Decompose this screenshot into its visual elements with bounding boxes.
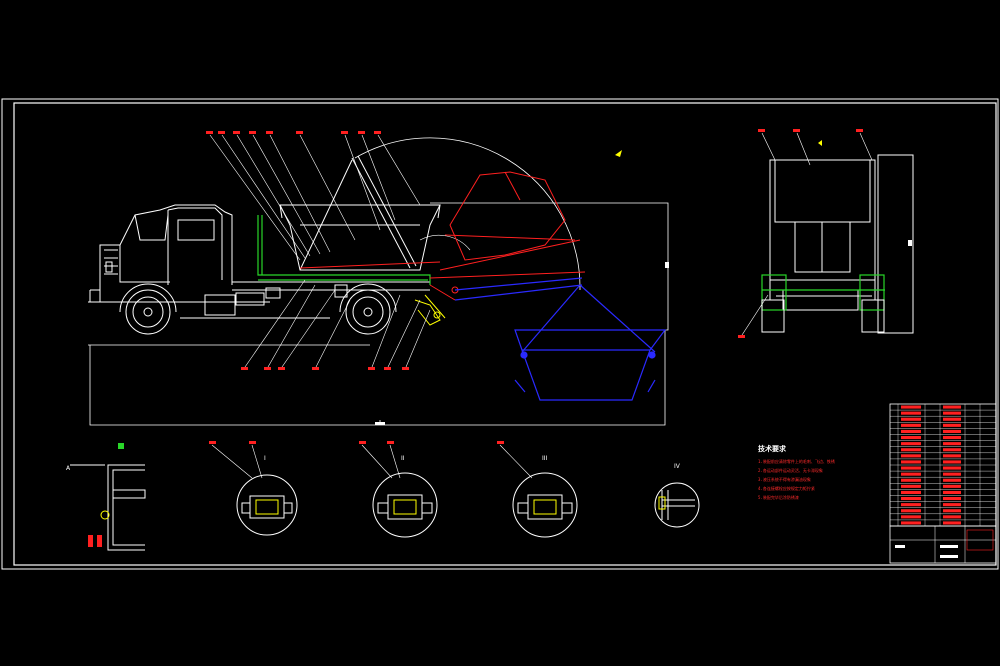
parts-row-spec-cell	[943, 509, 961, 513]
parts-row-spec-cell	[943, 497, 961, 501]
side-view	[88, 131, 669, 426]
parts-row-spec-cell	[943, 490, 961, 494]
side-view-callouts	[206, 131, 669, 425]
detail-views: I II III	[209, 441, 700, 538]
parts-row-spec-cell	[943, 460, 961, 464]
parts-row-name-cell	[901, 411, 921, 415]
detail-view-1-label: I	[264, 455, 266, 462]
tech-requirement-3: 3.液压系统不得有渗漏油现象	[758, 476, 811, 482]
parts-row-name-cell	[901, 448, 921, 452]
parts-row-spec-cell	[943, 436, 961, 440]
arm-swing-arc	[354, 137, 581, 291]
tech-requirement-5: 5.装配完毕后涂防锈漆	[758, 494, 799, 500]
parts-row-spec-cell	[943, 454, 961, 458]
parts-row-name-cell	[901, 417, 921, 421]
parts-row-spec-cell	[943, 411, 961, 415]
parts-row-spec-cell	[943, 429, 961, 433]
parts-row-name-cell	[901, 442, 921, 446]
parts-row-name-cell	[901, 405, 921, 409]
detail-view-3-label: III	[542, 455, 548, 462]
lift-arm-transport	[299, 155, 417, 271]
parts-row-spec-cell	[943, 442, 961, 446]
truck-cab	[88, 204, 270, 303]
parts-row-spec-cell	[943, 448, 961, 452]
technical-requirements: 技术要求 1.装配前应清除零件上的毛刺、飞边、铁锈 2.各运动部件运动灵活、无卡…	[758, 444, 835, 500]
bin-lowered	[454, 277, 667, 401]
svg-text:A: A	[66, 465, 71, 472]
parts-row-name-cell	[901, 423, 921, 427]
parts-row-name-cell	[901, 509, 921, 513]
sheet-border	[1, 98, 999, 570]
parts-row-name-cell	[901, 436, 921, 440]
tech-requirement-1: 1.装配前应清除零件上的毛刺、飞边、铁锈	[758, 458, 835, 464]
parts-row-name-cell	[901, 472, 921, 476]
green-subframe	[257, 215, 431, 285]
parts-row-spec-cell	[943, 478, 961, 482]
arm-swing-arc-inner	[419, 234, 471, 251]
rear-view	[738, 129, 914, 338]
parts-row-spec-cell	[943, 515, 961, 519]
parts-row-spec-cell	[943, 466, 961, 470]
truck-chassis	[180, 281, 430, 319]
parts-row-name-cell	[901, 460, 921, 464]
parts-row-name-cell	[901, 490, 921, 494]
tech-requirements-title: 技术要求	[758, 444, 787, 453]
detail-view-2-label: II	[401, 455, 405, 462]
detail-view-2: II	[359, 441, 438, 538]
parts-row-name-cell	[901, 521, 921, 525]
parts-row-name-cell	[901, 454, 921, 458]
truck-wheels	[119, 283, 397, 335]
parts-row-name-cell	[901, 478, 921, 482]
parts-row-name-cell	[901, 429, 921, 433]
parts-row-spec-cell	[943, 503, 961, 507]
parts-row-spec-cell	[943, 472, 961, 476]
detail-section-profile: A	[66, 443, 146, 551]
title-block	[889, 525, 997, 564]
parts-row-spec-cell	[943, 405, 961, 409]
parts-row-spec-cell	[943, 417, 961, 421]
parts-row-name-cell	[901, 503, 921, 507]
tech-requirement-4: 4.各连接螺栓应按规定力矩拧紧	[758, 485, 815, 491]
parts-row-spec-cell	[943, 521, 961, 525]
lift-arm-raised	[299, 171, 586, 301]
parts-row-spec-cell	[943, 423, 961, 427]
parts-row-name-cell	[901, 466, 921, 470]
detail-view-1: I	[209, 441, 298, 536]
tech-requirement-2: 2.各运动部件运动灵活、无卡滞现象	[758, 467, 823, 473]
parts-row-name-cell	[901, 497, 921, 501]
parts-list-table	[889, 403, 997, 527]
detail-view-4-label: IV	[674, 463, 681, 470]
detail-view-4: IV	[654, 463, 700, 528]
detail-view-3: III	[497, 441, 578, 538]
parts-row-spec-cell	[943, 484, 961, 488]
parts-row-name-cell	[901, 484, 921, 488]
parts-row-name-cell	[901, 515, 921, 519]
